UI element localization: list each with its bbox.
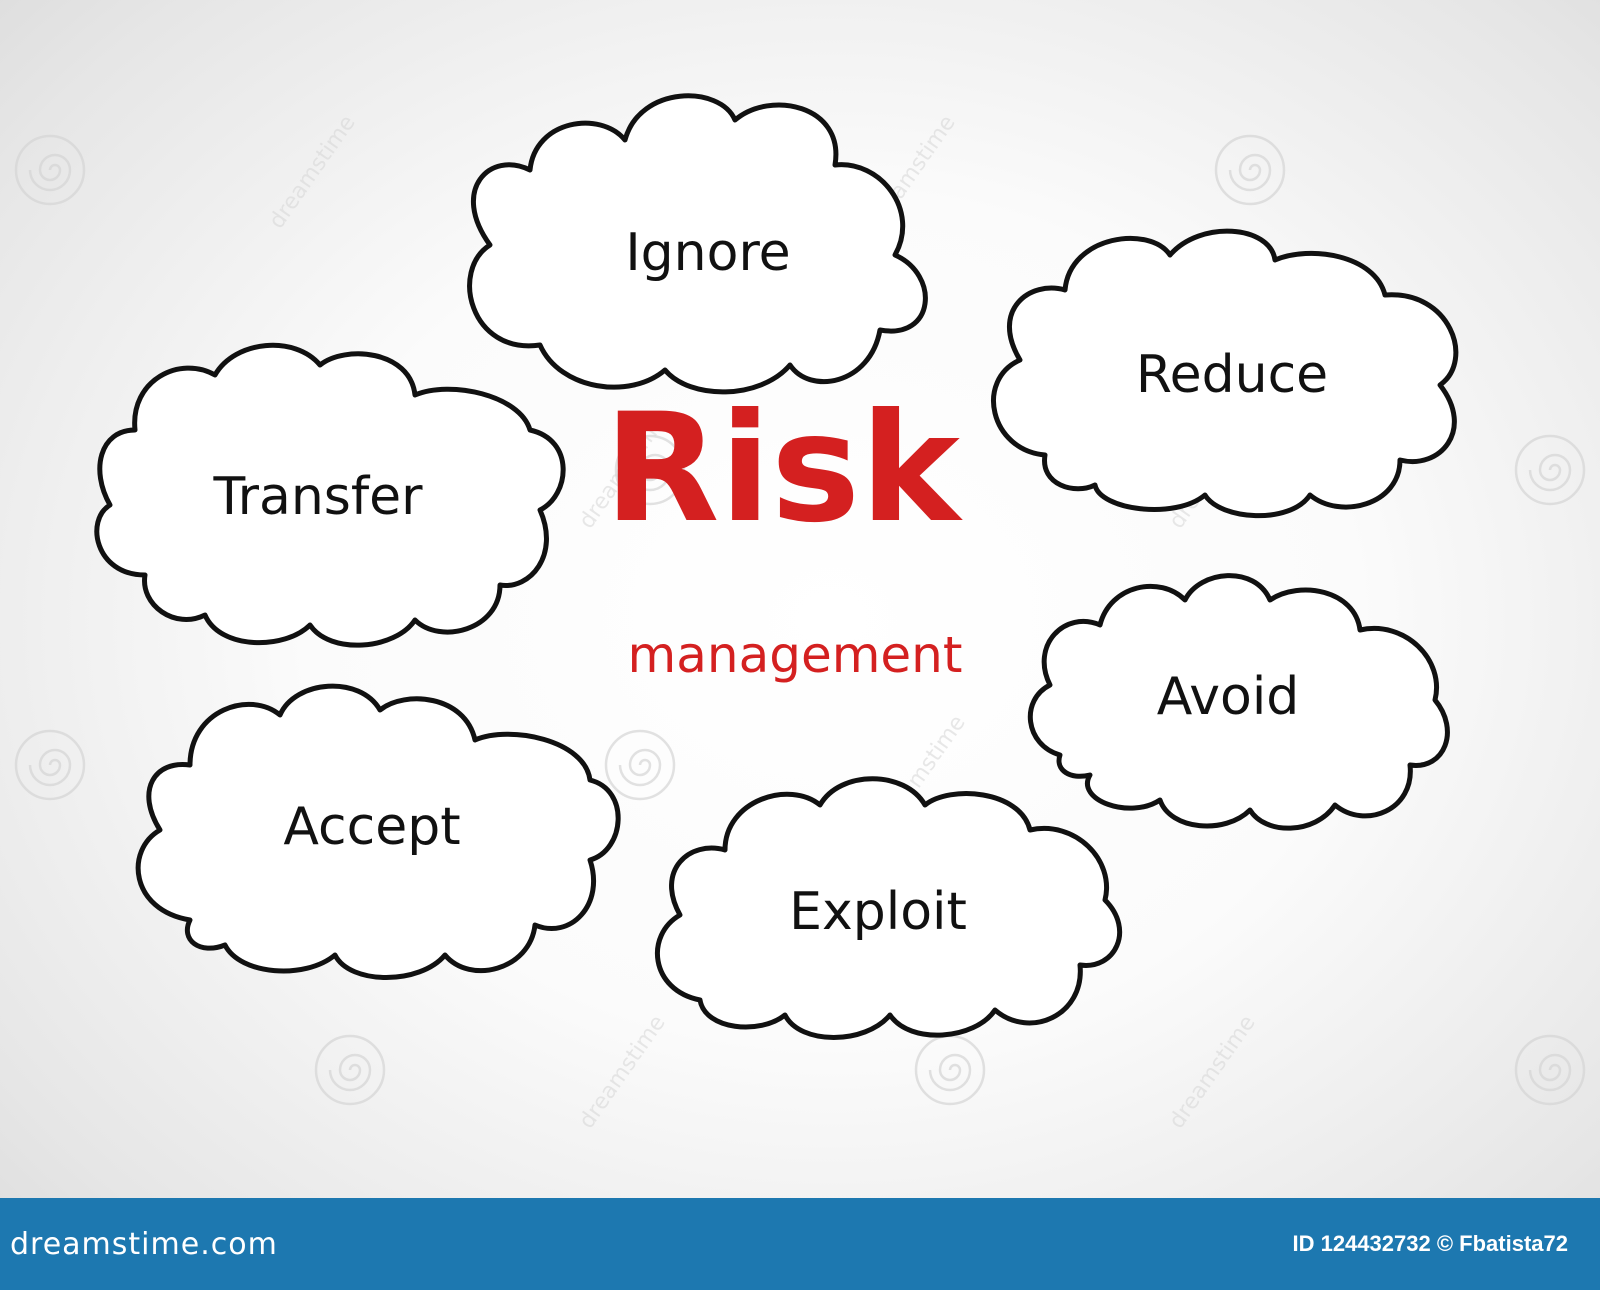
cloud-reduce-label: Reduce (1136, 345, 1328, 405)
cloud-transfer-label: Transfer (212, 467, 423, 527)
copyright-symbol: © (1436, 1231, 1454, 1256)
cloud-ignore: Ignore (467, 93, 928, 395)
footer-credit: ID 124432732 © Fbatista72 (1292, 1231, 1568, 1257)
cloud-avoid-shape (1027, 573, 1450, 831)
cloud-accept: Accept (135, 683, 621, 980)
cloud-transfer: Transfer (94, 342, 566, 648)
watermark-text: dreamstime (264, 111, 360, 234)
cloud-avoid: Avoid (1027, 573, 1450, 831)
cloud-exploit-label: Exploit (789, 882, 967, 942)
diagram-subtitle: management (628, 626, 963, 684)
watermark-text: dreamstime (574, 1011, 670, 1134)
cloud-accept-label: Accept (283, 797, 460, 857)
stock-footer-bar: dreamstime.com ID 124432732 © Fbatista72 (0, 1198, 1600, 1290)
footer-image-id: ID 124432732 (1292, 1231, 1431, 1256)
cloud-accept-shape (135, 683, 621, 980)
cloud-ignore-label: Ignore (625, 223, 790, 283)
cloud-exploit: Exploit (655, 776, 1123, 1040)
risk-diagram-canvas: dreamstime dreamstime dreamstime dreamst… (14, 93, 1586, 1134)
watermark-text: dreamstime (1164, 1011, 1260, 1134)
cloud-ignore-shape (467, 93, 928, 395)
cloud-transfer-shape (94, 342, 566, 648)
footer-brand: dreamstime.com (10, 1226, 278, 1262)
diagram-title: Risk (604, 382, 963, 556)
footer-author: Fbatista72 (1459, 1231, 1568, 1256)
cloud-reduce: Reduce (991, 228, 1459, 519)
cloud-exploit-shape (655, 776, 1123, 1040)
cloud-avoid-label: Avoid (1157, 667, 1300, 727)
cloud-reduce-shape (991, 228, 1459, 519)
